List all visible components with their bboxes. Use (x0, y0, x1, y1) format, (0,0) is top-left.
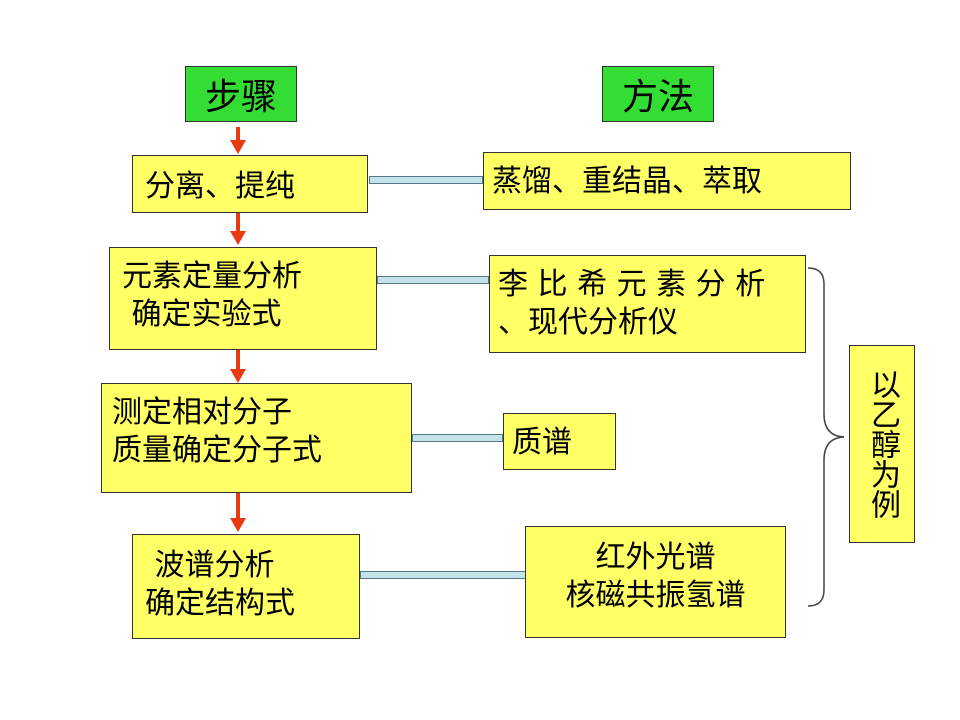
connector-0 (369, 176, 483, 184)
connector-1 (377, 276, 489, 284)
arrow-3-head (230, 518, 246, 532)
method-2-line-0: 质谱 (512, 425, 572, 460)
step-3-line-1: 确定结构式 (145, 585, 295, 621)
step-1-line-0: 元素定量分析 (122, 259, 302, 294)
arrow-0-head (230, 140, 246, 154)
method-3-line-1: 核磁共振氢谱 (565, 577, 746, 613)
header-steps: 步骤 (185, 66, 297, 122)
step-0-line-0: 分离、提纯 (145, 169, 295, 204)
method-box-distillation: 蒸馏、重结晶、萃取 (483, 152, 851, 210)
method-box-liebig: 李 比 希 元 素 分 析 、现代分析仪 (489, 255, 806, 353)
step-box-separation: 分离、提纯 (132, 155, 368, 213)
header-methods: 方法 (602, 66, 714, 122)
right-brace (807, 267, 845, 607)
arrow-2-head (230, 369, 246, 383)
method-3-line-0: 红外光谱 (595, 540, 716, 575)
method-1-line-0: 李 比 希 元 素 分 析 (498, 267, 766, 302)
arrow-0-stem (236, 127, 240, 141)
header-methods-label: 方法 (621, 77, 694, 118)
step-3-line-0: 波谱分析 (145, 548, 275, 583)
example-ethanol-text: 以乙醇为例 (865, 369, 900, 519)
method-1-line-1: 、现代分析仪 (498, 304, 678, 340)
arrow-3-stem (236, 493, 240, 519)
header-steps-label: 步骤 (204, 77, 277, 118)
step-1-line-1: 确定实验式 (122, 296, 282, 332)
connector-2 (412, 434, 503, 442)
step-box-spectral-analysis: 波谱分析 确定结构式 (132, 534, 360, 639)
example-ethanol-box: 以乙醇为例 (849, 345, 915, 543)
method-0-line-0: 蒸馏、重结晶、萃取 (492, 164, 762, 199)
arrow-1-head (230, 231, 246, 245)
arrow-1-stem (236, 212, 240, 232)
step-2-line-0: 测定相对分子 (112, 395, 292, 430)
method-box-mass-spec: 质谱 (503, 413, 616, 470)
arrow-2-stem (236, 350, 240, 370)
step-box-molecular-mass: 测定相对分子 质量确定分子式 (101, 383, 412, 493)
method-box-ir-nmr: 红外光谱 核磁共振氢谱 (525, 526, 786, 638)
step-2-line-1: 质量确定分子式 (112, 432, 322, 468)
step-box-elemental-analysis: 元素定量分析 确定实验式 (109, 247, 377, 350)
connector-3 (360, 571, 526, 579)
